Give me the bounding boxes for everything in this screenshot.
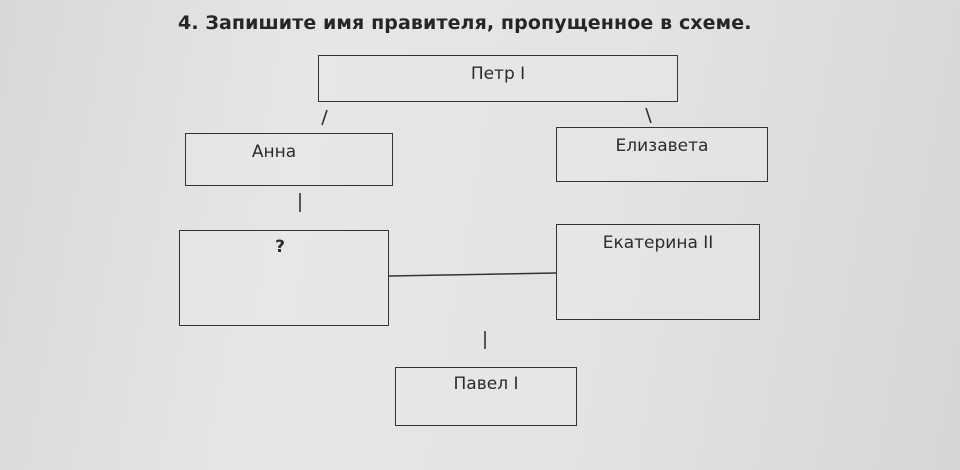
- label-elizaveta: Елизавета: [615, 136, 709, 156]
- box-elizaveta: Елизавета: [556, 127, 768, 182]
- label-petr: Петр I: [470, 64, 526, 84]
- box-anna: Анна: [185, 133, 393, 186]
- connector-petr-elizaveta: [645, 107, 652, 124]
- label-pavel: Павел I: [453, 374, 519, 394]
- label-missing: ?: [275, 237, 285, 257]
- label-ekaterina: Екатерина II: [602, 233, 714, 253]
- connector-petr-anna: [321, 109, 328, 126]
- box-ekaterina: Екатерина II: [556, 224, 760, 320]
- task-title: 4. Запишите имя правителя, пропущенное в…: [178, 12, 752, 34]
- box-missing-ruler[interactable]: ?: [179, 230, 389, 326]
- box-pavel: Павел I: [395, 367, 577, 426]
- box-petr: Петр I: [318, 55, 678, 102]
- label-anna: Анна: [251, 142, 297, 162]
- connector-missing-ekaterina: [388, 272, 557, 277]
